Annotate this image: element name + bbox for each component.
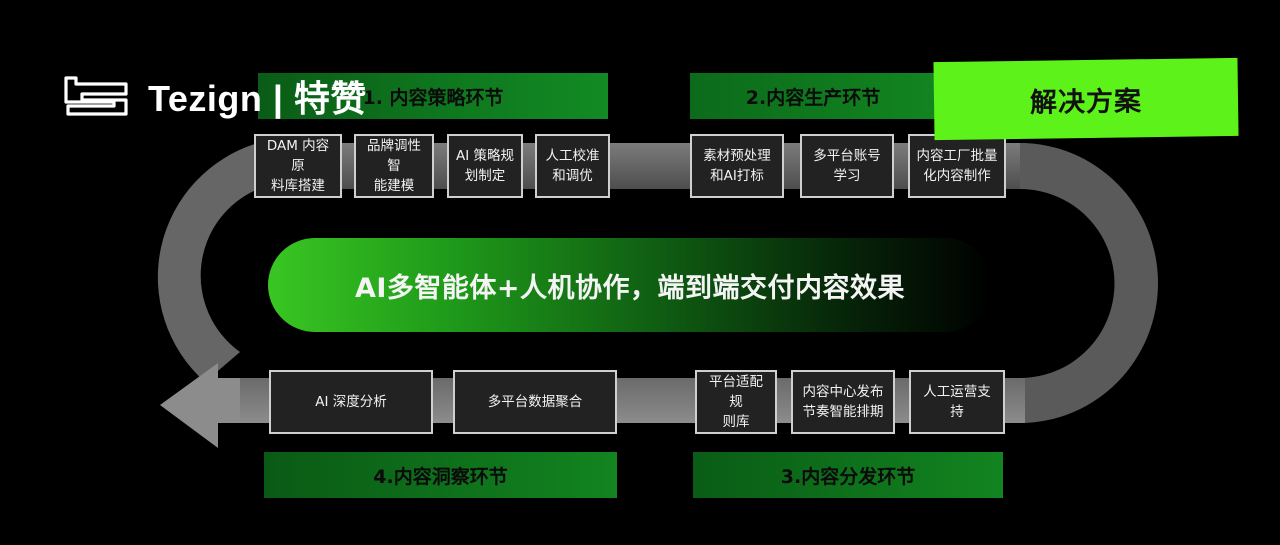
step-line: AI 策略规 [455,148,514,164]
brand-logo: Tezign | 特赞 [60,70,367,122]
stage-2-label: 2.内容生产环节 [690,73,936,119]
step-line: 和AI打标 [710,168,764,184]
step-line: 人工校准 [545,148,600,164]
center-message: AI多智能体+人机协作，端到端交付内容效果 [268,238,992,332]
step-line: 人工运营支持 [923,384,991,420]
step-line: 划制定 [464,168,506,184]
step-line: 学习 [833,168,861,184]
step-line: 品牌调性智 [367,138,421,174]
step-line: DAM 内容原 [266,138,330,174]
step-line: 素材预处理 [703,148,771,164]
step-dam-library: DAM 内容原料库搭建 [254,134,342,198]
step-manual-calibration: 人工校准和调优 [535,134,610,198]
step-asset-preprocessing: 素材预处理和AI打标 [690,134,784,198]
arrow-head [160,363,240,448]
step-manual-ops: 人工运营支持 [909,370,1005,434]
step-line: 平台适配规 [709,374,763,410]
step-line: 内容工厂批量 [916,148,998,164]
step-line: AI 深度分析 [315,394,387,410]
loop-right-curve [1020,143,1158,423]
step-line: 料库搭建 [271,178,325,194]
solution-badge: 解决方案 [933,57,1239,141]
step-account-learning: 多平台账号学习 [800,134,894,198]
step-brand-modeling: 品牌调性智能建模 [354,134,434,198]
tezign-logo-icon [64,76,128,116]
loop-left-curve [157,143,258,382]
step-line: 则库 [722,414,750,430]
step-content-factory: 内容工厂批量化内容制作 [908,134,1006,198]
step-line: 和调优 [552,168,593,184]
step-ai-analysis: AI 深度分析 [269,370,433,434]
step-ai-strategy: AI 策略规划制定 [447,134,523,198]
brand-name: Tezign | 特赞 [148,78,367,119]
step-line: 节奏智能排期 [802,404,884,420]
stage-3-label: 3.内容分发环节 [693,452,1003,498]
step-data-aggregation: 多平台数据聚合 [453,370,617,434]
stage-4-label: 4.内容洞察环节 [264,452,617,498]
step-platform-rules: 平台适配规则库 [695,370,777,434]
step-line: 能建模 [373,178,415,194]
step-line: 多平台账号 [813,148,881,164]
stage-1-label: 1. 内容策略环节 [258,73,608,119]
step-line: 内容中心发布 [802,384,884,400]
step-publish-scheduling: 内容中心发布节奏智能排期 [791,370,895,434]
step-line: 多平台数据聚合 [487,394,583,410]
step-line: 化内容制作 [923,168,991,184]
